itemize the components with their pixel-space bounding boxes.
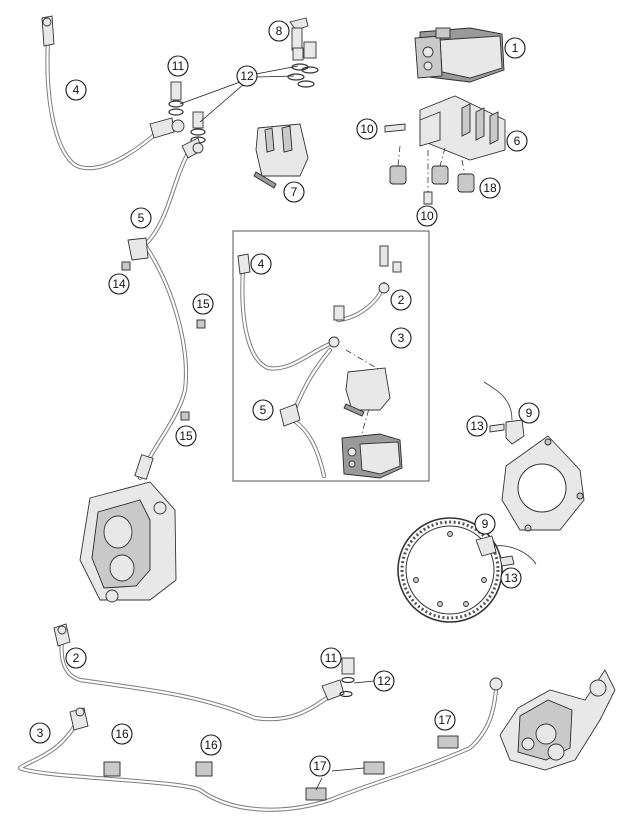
svg-text:13: 13 [504,571,518,585]
callout-17-right: 17 [434,709,456,731]
svg-text:15: 15 [179,429,193,443]
callout-10-left: 10 [356,118,378,140]
svg-text:4: 4 [258,257,265,271]
svg-text:1: 1 [512,41,519,55]
callout-9-rear: 9 [474,513,496,535]
callout-12-rear: 12 [373,670,395,692]
rear-wheel-speed-sensor [475,535,537,567]
brake-line-rear-upper [53,623,355,722]
rubber-damper [389,165,407,185]
svg-text:16: 16 [115,727,129,741]
callout-9-front: 9 [518,402,540,424]
svg-text:11: 11 [172,59,185,73]
leader-lines [179,65,375,791]
callout-6: 6 [506,130,528,152]
svg-text:3: 3 [37,726,44,740]
screw [423,191,433,205]
callout-3-inset: 3 [390,327,412,349]
svg-text:18: 18 [483,181,497,195]
callout-3-rear: 3 [29,722,51,744]
hose-clips-rear [103,735,459,801]
sensor-holder [253,123,309,189]
svg-text:5: 5 [260,403,267,417]
svg-text:5: 5 [138,211,145,225]
front-sensor-ring [501,435,585,532]
brake-line-front-upper [41,15,185,171]
svg-text:8: 8 [276,24,283,38]
abs-control-unit [414,27,505,83]
callout-7: 7 [283,181,305,203]
callout-13-front: 13 [466,415,488,437]
callout-10-bottom: 10 [416,205,438,227]
banjo-bolts-and-rings [168,17,319,144]
hose-clip [196,319,206,329]
brake-line-rear-lower [17,677,503,812]
abs-mounting-bracket [384,95,506,205]
svg-text:14: 14 [112,277,126,291]
callout-17-center: 17 [309,755,331,777]
svg-text:3: 3 [398,331,405,345]
svg-text:7: 7 [291,185,298,199]
callout-15-lower: 15 [175,425,197,447]
svg-text:2: 2 [73,651,80,665]
svg-text:12: 12 [377,674,391,688]
svg-text:4: 4 [73,83,80,97]
svg-text:11: 11 [325,651,338,665]
callout-12-top: 12 [236,65,258,87]
svg-text:2: 2 [398,293,405,307]
inset-assembly [237,245,403,479]
svg-text:16: 16 [204,738,218,752]
callout-8: 8 [268,20,290,42]
callout-13-rear: 13 [500,567,522,589]
svg-text:6: 6 [514,134,521,148]
callout-15-upper: 15 [192,293,214,315]
svg-text:10: 10 [360,122,374,136]
svg-text:17: 17 [313,759,327,773]
screw [384,123,406,133]
callout-1: 1 [504,37,526,59]
hose-clip [180,411,190,421]
callout-5-inset: 5 [252,399,274,421]
callout-2-rear: 2 [65,647,87,669]
svg-text:12: 12 [240,69,254,83]
callout-14: 14 [108,273,130,295]
callout-11-rear: 11 [320,647,342,669]
callout-16-left: 16 [111,723,133,745]
rubber-damper [457,173,475,193]
brake-line-front-lower [121,137,204,481]
svg-text:13: 13 [470,419,484,433]
callout-2-inset: 2 [390,289,412,311]
front-wheel-speed-sensor [483,381,525,445]
callout-11-top: 11 [167,55,189,77]
callout-4-inset: 4 [250,253,272,275]
rear-brake-caliper [499,669,616,771]
rear-abs-sensor-ring [397,517,503,623]
callout-5-front: 5 [130,207,152,229]
front-brake-caliper [79,481,177,603]
callout-16-right: 16 [200,734,222,756]
callout-4-top: 4 [65,79,87,101]
callout-18: 18 [479,177,501,199]
svg-text:15: 15 [196,297,210,311]
detail-inset-frame [232,230,430,482]
rubber-damper [431,165,449,185]
svg-text:9: 9 [482,517,489,531]
svg-text:9: 9 [526,406,533,420]
svg-text:17: 17 [438,713,452,727]
svg-text:10: 10 [420,209,434,223]
